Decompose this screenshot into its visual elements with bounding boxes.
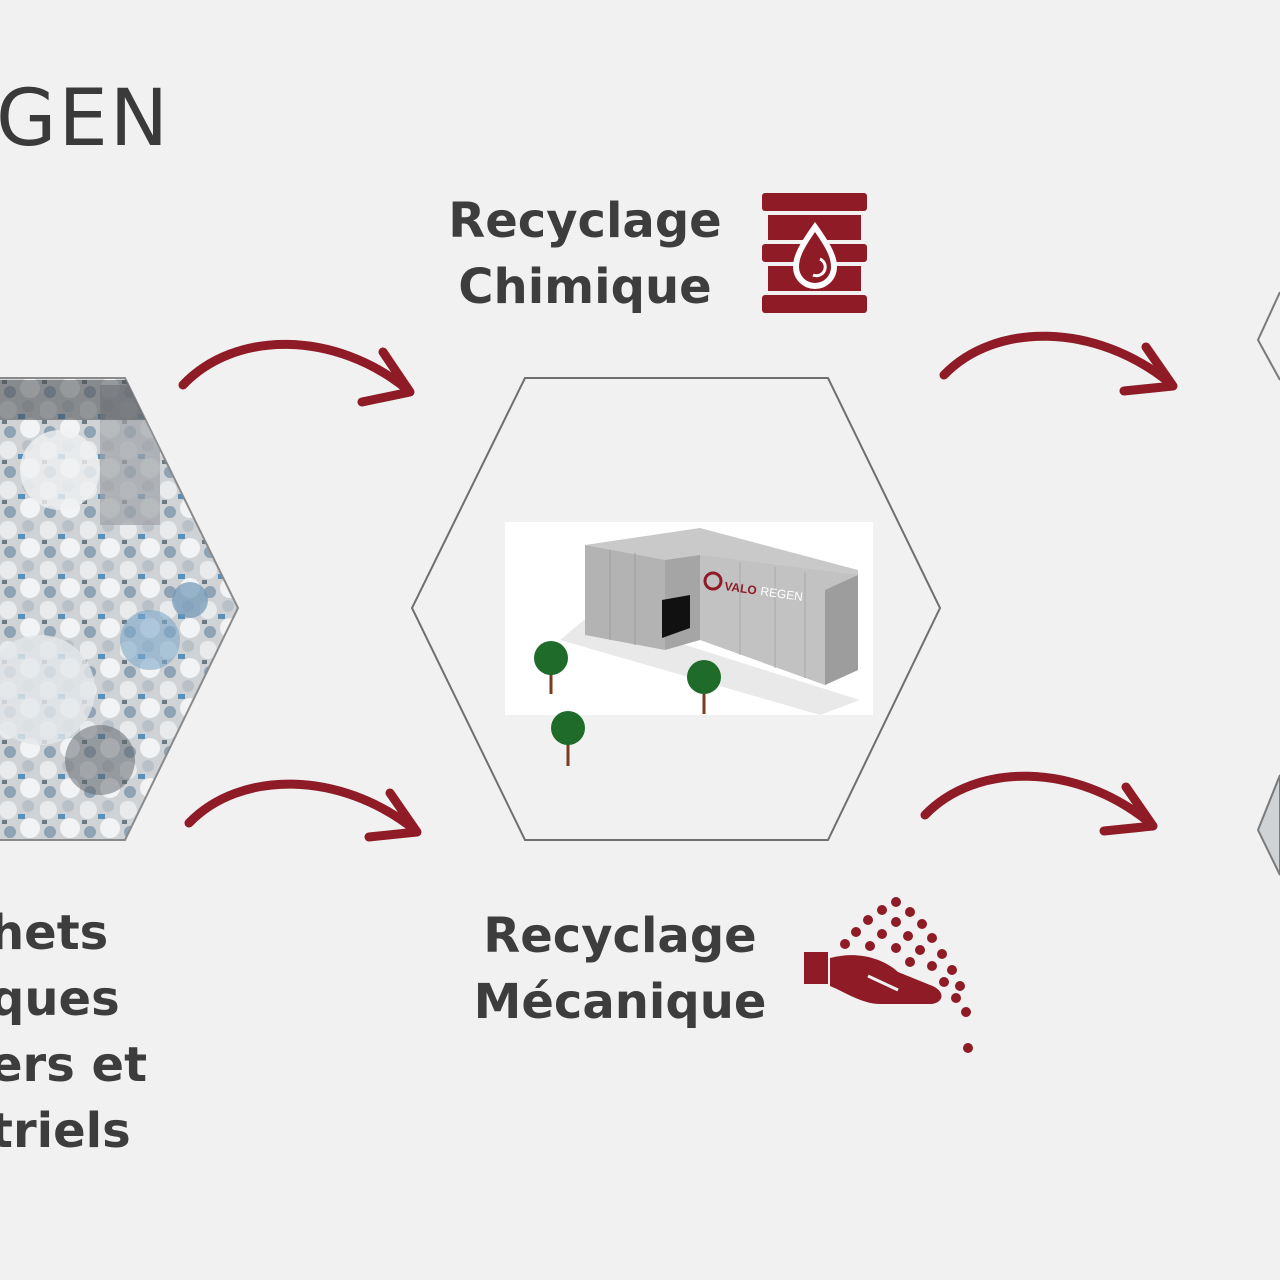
arrow-to-chemical-icon	[178, 339, 415, 407]
input-line-4: triels	[0, 1103, 131, 1159]
arrow-from-chemical-icon	[939, 331, 1178, 396]
chemical-line-1: Recyclage	[448, 193, 722, 249]
output-hexagon-bottom-edge	[1256, 774, 1280, 876]
hand-pellets-icon	[804, 897, 973, 1053]
input-waste-label: hets ques ers et triels	[0, 900, 147, 1164]
input-line-2: ques	[0, 971, 120, 1027]
chemical-recycling-label: Recyclage Chimique	[420, 188, 750, 320]
output-hexagon-top-edge	[1256, 291, 1280, 381]
arrow-to-mechanical-icon	[184, 779, 422, 842]
plant-door	[662, 595, 690, 638]
oil-barrel-icon	[762, 193, 867, 313]
mechanical-line-2: Mécanique	[473, 974, 767, 1030]
plant-sign-brand: VALO	[724, 579, 758, 597]
plant-sign-brand-light: REGEN	[760, 584, 804, 604]
tree-icon	[687, 660, 721, 714]
arrow-from-mechanical-icon	[920, 771, 1158, 836]
tree-icon	[534, 641, 568, 694]
chemical-line-2: Chimique	[458, 259, 712, 315]
logo-text: GEN	[0, 74, 171, 164]
input-line-1: hets	[0, 905, 109, 961]
plant-hexagon: VALO REGEN	[410, 377, 942, 841]
mechanical-line-1: Recyclage	[483, 908, 757, 964]
plant-logo-icon	[703, 571, 723, 591]
input-line-3: ers et	[0, 1037, 148, 1093]
waste-photo-hexagon	[0, 377, 240, 841]
plant-building: VALO REGEN	[585, 528, 858, 685]
mechanical-recycling-label: Recyclage Mécanique	[440, 903, 800, 1035]
tree-icon	[551, 711, 585, 766]
